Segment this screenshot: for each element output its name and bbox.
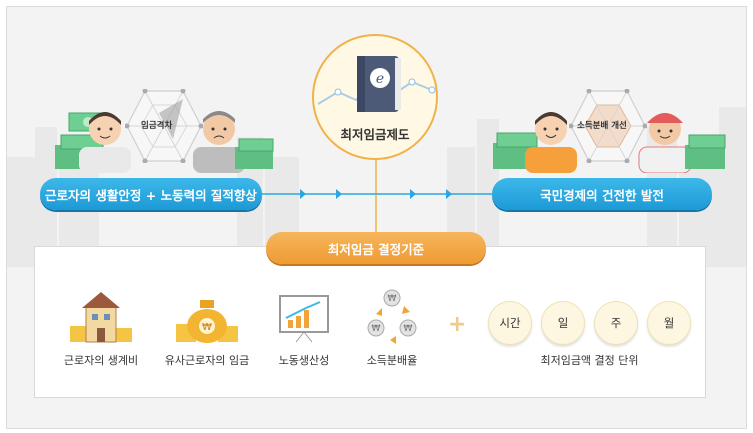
house-coins-icon (70, 292, 132, 343)
won-cycle-icon: ₩ ₩ ₩ (367, 289, 417, 344)
svg-text:e: e (376, 71, 384, 87)
money-stack-small-icon (235, 138, 274, 169)
svg-text:₩: ₩ (404, 324, 413, 334)
units-caption: 최저임금액 결정 단위 (540, 354, 639, 367)
unit-week: 주 (594, 301, 638, 345)
income-distribution-hexagon (569, 89, 647, 163)
workers-left-illustration (55, 111, 274, 173)
money-stack-small-icon (685, 134, 726, 169)
plus-icon: + (448, 312, 467, 337)
worker-cap-icon (638, 113, 692, 173)
book-trend-icon: e (317, 56, 436, 112)
criterion-income-share-label: 소득분배율 (366, 354, 418, 367)
worker-stability-pill: 근로자의 생활안정 + 노동력의 질적향상 (40, 178, 262, 210)
unit-month: 월 (647, 301, 691, 345)
wage-gap-label: 임금격차 (141, 121, 173, 131)
criterion-living-cost-label: 근로자의 생계비 (63, 354, 139, 367)
minimum-wage-system-label: 최저임금제도 (340, 127, 410, 142)
unit-hour: 시간 (488, 301, 532, 345)
criterion-productivity-label: 노동생산성 (278, 354, 330, 367)
income-distribution-label: 소득분배 개선 (577, 121, 627, 131)
criteria-title-pill: 최저임금 결정기준 (266, 232, 486, 264)
national-economy-pill: 국민경제의 건전한 발전 (492, 178, 712, 210)
svg-text:₩: ₩ (372, 324, 381, 334)
worker-man-orange-icon (525, 112, 577, 173)
growth-chart-icon (279, 295, 329, 343)
worker-uncle-icon (193, 111, 245, 173)
unit-day: 일 (541, 301, 585, 345)
svg-text:₩: ₩ (388, 294, 397, 304)
criterion-similar-wage-label: 유사근로자의 임금 (164, 354, 250, 367)
money-bag-icon: ₩ (176, 300, 238, 343)
worker-man-icon (79, 112, 131, 173)
svg-text:₩: ₩ (202, 322, 212, 333)
workers-right-illustration (493, 112, 726, 173)
wage-gap-hexagon (125, 89, 203, 163)
